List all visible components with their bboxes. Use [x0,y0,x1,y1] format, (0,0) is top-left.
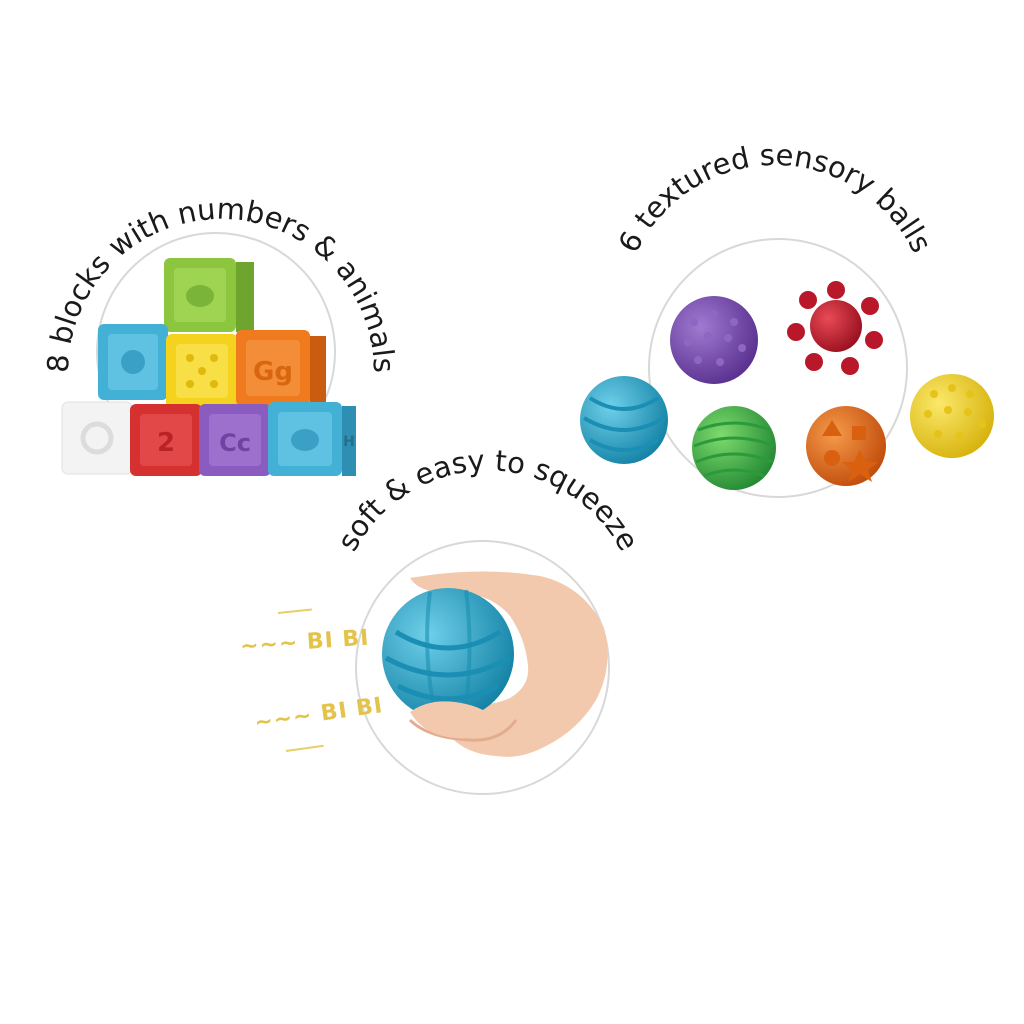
ball-yellow-bumpy [910,374,994,458]
squeeze-illustration [382,571,608,757]
block-letter-h: H [343,434,355,450]
elephant-icon [186,285,214,307]
block-red-number: 2 [130,404,202,476]
ball-blue-ribbed [580,376,668,464]
balls-ring [648,238,908,498]
ball-blue-squeezed [382,588,514,720]
block-letter-gg: Gg [253,357,293,387]
balls-illustration [580,281,994,490]
ball-orange-shapes [806,406,886,486]
squeeze-ring [355,540,610,795]
ring-shape-icon [80,421,114,455]
block-green-elephant [164,258,254,332]
butterfly-icon [121,350,145,374]
block-letter-cc: Cc [219,429,251,457]
ball-red-spiky [787,281,883,375]
block-orange-letter: Gg [236,330,326,406]
ball-purple-bumpy [670,296,758,384]
block-purple-letter: Cc [199,404,271,476]
block-blue-butterfly [98,324,168,400]
ball-green-ribbed [692,406,776,490]
blocks-illustration: Gg 2 Cc H [61,258,356,476]
block-blue-frog: H [268,402,356,476]
block-number-2: 2 [157,428,175,458]
thumb [410,701,498,739]
block-yellow-dots [166,334,238,408]
frog-icon [291,429,319,451]
block-white [61,401,133,475]
